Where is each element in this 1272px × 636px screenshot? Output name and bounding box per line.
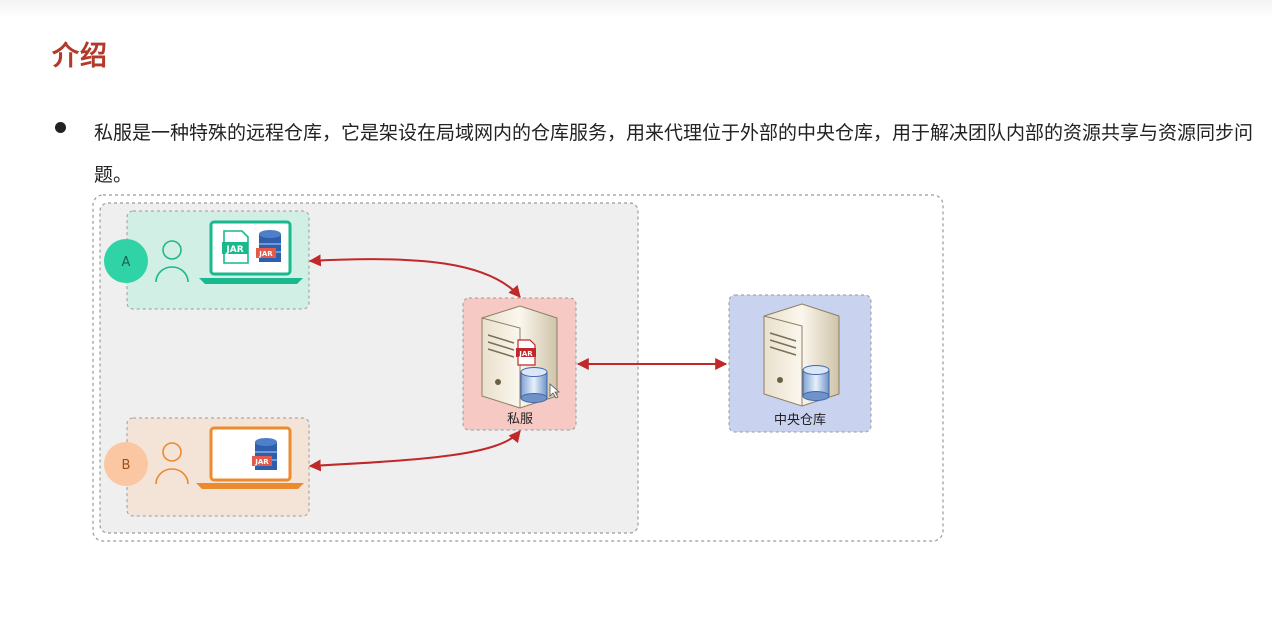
laptop-icon: [199, 220, 303, 284]
user-a-label: A: [122, 255, 131, 270]
jar-label: JAR: [258, 250, 273, 258]
person-icon: [155, 240, 189, 283]
arrow-user-a-to-private-server: [308, 254, 521, 298]
bullet-dot: [55, 122, 66, 133]
arrow-user-b-to-private-server: [308, 430, 521, 472]
page-title: 介绍: [52, 41, 108, 72]
cursor-icon: [549, 383, 561, 399]
private-server-label: 私服: [507, 412, 533, 427]
laptop-icon: [196, 426, 304, 489]
user-a-badge: [104, 239, 148, 283]
private-server-node: JAR 私服: [462, 297, 577, 431]
user-a-group: A JAR JAR: [104, 210, 310, 310]
intro-paragraph: 私服是一种特殊的远程仓库，它是架设在局域网内的仓库服务，用来代理位于外部的中央仓…: [94, 122, 1254, 186]
user-b-badge: [104, 442, 148, 486]
central-repo-node: 中央仓库: [728, 294, 872, 433]
database-icon: [802, 365, 830, 401]
user-b-label: B: [122, 458, 131, 473]
database-icon: JAR: [252, 438, 277, 470]
central-repo-label: 中央仓库: [774, 412, 826, 428]
jar-label: JAR: [254, 458, 269, 466]
person-icon: [155, 442, 189, 485]
database-icon: JAR: [256, 230, 281, 262]
jar-file-icon: JAR: [516, 339, 536, 366]
jar-label: JAR: [518, 350, 533, 358]
top-bar: [0, 0, 1272, 18]
jar-file-icon: JAR: [222, 230, 249, 264]
user-b-group: B JAR: [104, 417, 310, 517]
database-icon: [520, 367, 548, 403]
jar-label: JAR: [225, 245, 243, 255]
